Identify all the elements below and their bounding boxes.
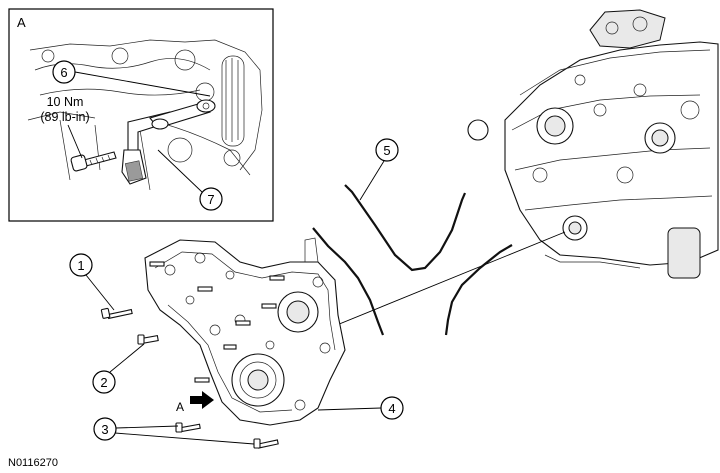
callout-6-leader <box>74 71 211 97</box>
torque-leader <box>67 124 83 159</box>
callout-2-number: 2 <box>100 375 107 390</box>
figure-id: N0116270 <box>8 457 58 469</box>
callout-1-leader <box>85 274 115 311</box>
inset-label: A <box>17 15 26 30</box>
torque-lbin: (89 lb-in) <box>40 110 89 124</box>
sensor-bracket <box>121 99 216 185</box>
arrow-icon <box>190 391 214 409</box>
callout-7-circle <box>199 187 223 211</box>
bolt-3b <box>253 438 279 449</box>
callout-1-number: 1 <box>77 258 84 273</box>
bolt-3a <box>175 422 201 433</box>
inset-bolt <box>70 151 117 172</box>
gasket-upper <box>344 184 467 272</box>
gaskets <box>312 184 513 336</box>
gasket-left <box>312 227 385 336</box>
bolt-2 <box>137 334 159 345</box>
inset-frame <box>8 8 274 222</box>
view-arrow-a: A <box>176 391 214 414</box>
callout-3-number: 3 <box>101 422 108 437</box>
callout-5-circle <box>375 138 399 162</box>
callout-3-leader-b <box>114 432 255 445</box>
bolts <box>100 261 285 449</box>
engine-front-cover <box>144 237 346 426</box>
callout-4-leader <box>317 407 382 411</box>
callout-7-number: 7 <box>207 192 214 207</box>
callout-6-number: 6 <box>60 65 67 80</box>
callout-7-leader <box>157 149 203 193</box>
callout-2-circle <box>92 370 116 394</box>
callout-5-leader <box>359 160 385 201</box>
torque-nm: 10 Nm <box>47 95 84 109</box>
callout-4-number: 4 <box>388 401 395 416</box>
bolt-1 <box>100 307 133 320</box>
view-arrow-label: A <box>176 400 184 414</box>
callout-2-leader <box>109 343 145 373</box>
cover-bolts <box>149 261 285 383</box>
gasket-right <box>444 244 513 336</box>
engine-assembly <box>299 9 719 341</box>
callout-3-leader-a <box>115 425 179 429</box>
callout-5-number: 5 <box>383 143 390 158</box>
callout-1-circle <box>69 253 93 277</box>
callout-3-circle <box>93 417 117 441</box>
detail-inset-a: A <box>8 8 274 222</box>
